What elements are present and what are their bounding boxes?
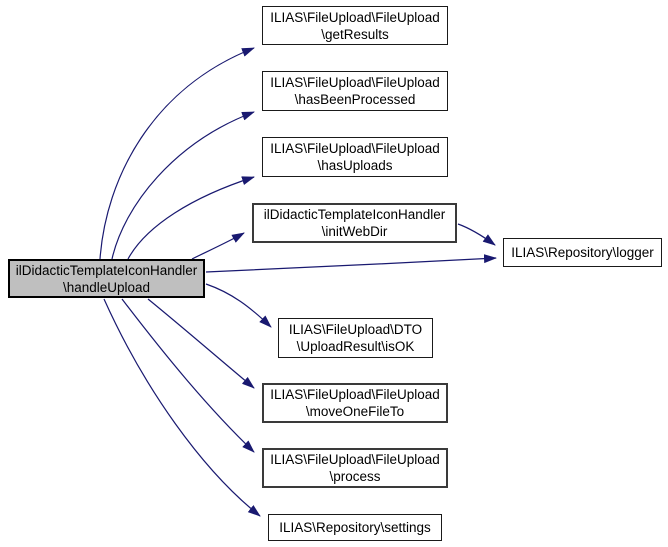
- edge-handleupload-hasuploads: [127, 176, 255, 260]
- node-label-line: \initWebDir: [321, 224, 388, 239]
- edge-handleupload-moveonefileto: [147, 298, 255, 389]
- edge-handleupload-hasbeenprocessed: [111, 111, 255, 260]
- node-process[interactable]: ILIAS\FileUpload\FileUpload \process: [262, 448, 448, 488]
- node-logger[interactable]: ILIAS\Repository\logger: [503, 238, 662, 267]
- edge-handleupload-settings: [103, 298, 261, 517]
- node-label-line: ILIAS\FileUpload\FileUpload: [270, 75, 440, 90]
- node-label-line: ILIAS\Repository\logger: [511, 245, 654, 260]
- node-settings[interactable]: ILIAS\Repository\settings: [268, 514, 442, 541]
- node-label-line: ILIAS\FileUpload\DTO: [288, 322, 423, 337]
- node-isok[interactable]: ILIAS\FileUpload\DTO \UploadResult\isOK: [278, 318, 433, 358]
- node-label-line: ILIAS\FileUpload\FileUpload: [270, 387, 440, 402]
- node-label-line: \hasBeenProcessed: [294, 92, 416, 107]
- edge-handleupload-logger: [205, 254, 497, 273]
- node-label-line: ILIAS\FileUpload\FileUpload: [270, 452, 440, 467]
- node-label-line: ILIAS\Repository\settings: [279, 520, 431, 535]
- node-moveonefileto[interactable]: ILIAS\FileUpload\FileUpload \moveOneFile…: [262, 383, 448, 423]
- node-hasuploads[interactable]: ILIAS\FileUpload\FileUpload \hasUploads: [262, 137, 448, 177]
- node-handleupload[interactable]: ilDidacticTemplateIconHandler \handleUpl…: [8, 259, 205, 298]
- node-label-line: \UploadResult\isOK: [296, 339, 415, 354]
- node-label-line: ILIAS\FileUpload\FileUpload: [270, 141, 440, 156]
- edge-initwebdir-logger: [457, 223, 496, 246]
- node-label-line: \handleUpload: [62, 279, 151, 295]
- node-label-line: \process: [329, 469, 381, 484]
- edge-handleupload-initwebdir: [191, 232, 245, 260]
- node-hasbeenprocessed[interactable]: ILIAS\FileUpload\FileUpload \hasBeenProc…: [262, 71, 448, 111]
- node-label-line: ILIAS\FileUpload\FileUpload: [270, 9, 440, 25]
- node-label-line: ilDidacticTemplateIconHandler: [263, 207, 446, 222]
- node-label-line: \moveOneFileTo: [305, 404, 405, 419]
- node-initwebdir[interactable]: ilDidacticTemplateIconHandler \initWebDi…: [252, 203, 457, 243]
- node-label-line: ilDidacticTemplateIconHandler: [15, 262, 198, 278]
- node-label-line: \getResults: [321, 26, 389, 42]
- edge-handleupload-isok: [205, 283, 272, 328]
- edge-handleupload-process: [121, 298, 255, 453]
- node-label-line: \hasUploads: [317, 158, 393, 173]
- node-getresults[interactable]: ILIAS\FileUpload\FileUpload \getResults: [262, 6, 448, 45]
- edge-handleupload-getresults: [99, 47, 255, 260]
